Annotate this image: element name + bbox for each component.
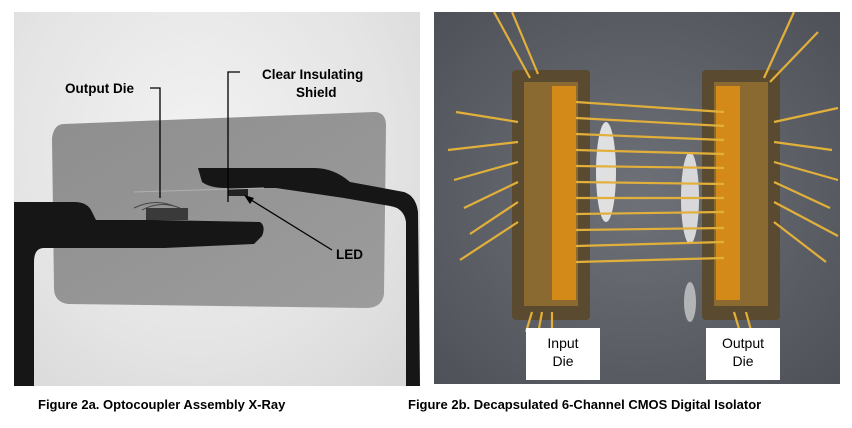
led-chip: [228, 188, 248, 196]
label-shield-line2: Shield: [296, 85, 337, 100]
label-led: LED: [336, 247, 363, 262]
output-die: [146, 208, 188, 220]
caption-figure-2b: Figure 2b. Decapsulated 6-Channel CMOS D…: [408, 397, 762, 412]
package-body: [52, 112, 386, 308]
label-shield-line1: Clear Insulating: [262, 67, 364, 82]
xray-image: [14, 12, 420, 386]
glare-left: [596, 122, 616, 222]
left-lead-frame: [14, 202, 264, 386]
xray-drawing: [14, 71, 420, 386]
bond-wires: [133, 202, 181, 211]
output-die-leader: [150, 87, 161, 198]
led-leader: [247, 197, 333, 251]
input-die-line1: Input: [547, 335, 579, 351]
input-die-line2: Die: [552, 353, 574, 369]
label-output-die: Output Die: [65, 81, 134, 96]
output-die-line2: Die: [732, 353, 754, 369]
shield-leader: [227, 71, 240, 202]
isolator-photo: [434, 12, 840, 384]
output-die-line1: Output: [721, 335, 765, 351]
input-die-label: Input Die: [526, 328, 600, 380]
led-arrowhead: [244, 195, 254, 204]
bond-wires: [447, 12, 839, 335]
insulating-shield: [133, 187, 265, 193]
output-die-label: Output Die: [706, 328, 780, 380]
caption-figure-2a: Figure 2a. Optocoupler Assembly X-Ray: [38, 397, 286, 412]
isolator-drawing: [434, 12, 840, 384]
